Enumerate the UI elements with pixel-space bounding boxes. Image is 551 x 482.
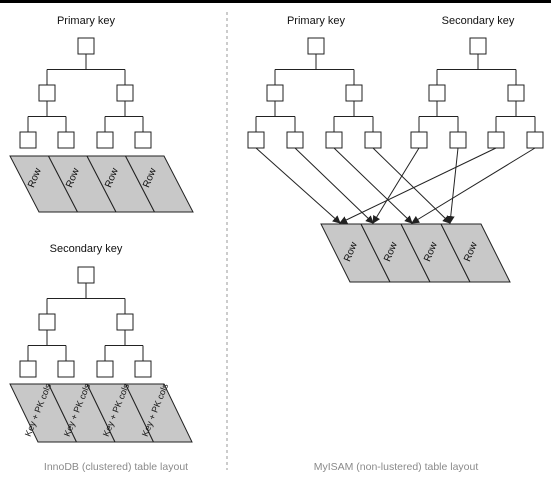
innodb-secondary-node-l1-1	[116, 313, 134, 331]
myisam-pointer-arrow-5	[446, 147, 459, 224]
myisam-caption: MyISAM (non-lustered) table layout	[313, 461, 479, 473]
myisam-secondary-leaf-3	[526, 131, 544, 149]
innodb-primary-key-label: Primary key	[56, 15, 116, 27]
myisam-primary-node-l1-1	[345, 84, 363, 102]
myisam-secondary-key-label: Secondary key	[441, 15, 515, 27]
myisam-pointer-arrow-2	[333, 147, 413, 224]
myisam-pointer-arrow-0	[255, 147, 341, 224]
myisam-pointer-arrow-7	[411, 147, 536, 224]
innodb-secondary-leaf-1	[57, 360, 75, 378]
myisam-primary-key-label: Primary key	[286, 15, 346, 27]
myisam-primary-node-l1-0	[266, 84, 284, 102]
myisam-primary-leaf-2	[325, 131, 343, 149]
innodb-caption: InnoDB (clustered) table layout	[43, 461, 189, 473]
myisam-primary-leaf-0	[247, 131, 265, 149]
innodb-primary-node-l1-1	[116, 84, 134, 102]
myisam-row-cell-3	[440, 223, 511, 283]
innodb-primary-leaf-3	[134, 131, 152, 149]
myisam-pointer-arrow-3	[372, 147, 451, 224]
innodb-secondary-key-label: Secondary key	[49, 243, 123, 255]
innodb-secondary-root-node	[77, 266, 95, 284]
innodb-row-cell-3	[124, 155, 194, 213]
innodb-primary-leaf-2	[96, 131, 114, 149]
myisam-primary-leaf-1	[286, 131, 304, 149]
innodb-primary-leaf-0	[19, 131, 37, 149]
innodb-secondary-leaf-2	[96, 360, 114, 378]
myisam-secondary-node-l1-1	[507, 84, 525, 102]
myisam-pointer-arrow-6	[339, 147, 497, 224]
myisam-secondary-leaf-1	[449, 131, 467, 149]
myisam-pointer-arrow-1	[294, 147, 374, 224]
myisam-pointer-arrow-4	[372, 147, 420, 224]
top-border	[0, 0, 551, 3]
innodb-primary-leaf-1	[57, 131, 75, 149]
myisam-primary-leaf-3	[364, 131, 382, 149]
myisam-primary-root-node	[307, 37, 325, 55]
innodb-secondary-leaf-0	[19, 360, 37, 378]
myisam-secondary-leaf-0	[410, 131, 428, 149]
myisam-secondary-node-l1-0	[428, 84, 446, 102]
myisam-secondary-root-node	[469, 37, 487, 55]
myisam-secondary-leaf-2	[487, 131, 505, 149]
innodb-secondary-leaf-3	[134, 360, 152, 378]
innodb-secondary-entry-cell-3	[124, 383, 193, 443]
innodb-primary-node-l1-0	[38, 84, 56, 102]
innodb-primary-root-node	[77, 37, 95, 55]
innodb-secondary-node-l1-0	[38, 313, 56, 331]
